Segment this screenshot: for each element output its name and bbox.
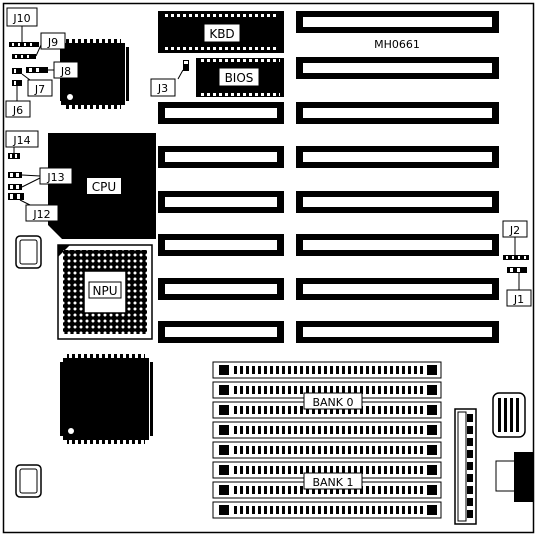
isa-slot-l6	[158, 321, 284, 343]
chipset-bottom	[59, 354, 153, 444]
j10-label: J10	[12, 12, 30, 25]
jumper-j13: J13	[8, 167, 73, 190]
npu-label: NPU	[93, 284, 118, 298]
simm-sockets	[212, 361, 442, 519]
j13-label: J13	[46, 171, 64, 184]
jumper-j14: J14	[5, 130, 39, 159]
simm-socket-3	[212, 401, 442, 419]
j2-label: J2	[509, 224, 520, 237]
power-connector	[454, 408, 477, 525]
j9-label: J9	[47, 36, 58, 49]
jumper-j10: J10	[6, 7, 39, 47]
simm-socket-5	[212, 441, 442, 459]
bios-label: BIOS	[225, 71, 254, 85]
isa-slot-r1	[296, 11, 499, 33]
isa-slot-l1	[158, 102, 284, 124]
simm-socket-8	[212, 501, 442, 519]
jumper-j9: J9	[12, 32, 66, 59]
isa-slot-r7	[296, 278, 499, 300]
jumper-j8: J8	[26, 61, 79, 79]
crystal-top	[15, 235, 42, 269]
cpu-label: CPU	[92, 180, 116, 194]
isa-slot-l3	[158, 191, 284, 213]
bank0-tag: BANK 0	[303, 392, 363, 410]
board-model: MH0661	[374, 38, 420, 51]
jumper-j12: J12	[8, 193, 59, 222]
isa-slot-r8	[296, 321, 499, 343]
simm-socket-4	[212, 421, 442, 439]
keyboard-connector	[495, 452, 534, 502]
kbd-chip: KBD	[158, 11, 284, 53]
isa-slot-r2	[296, 57, 499, 79]
j6-label: J6	[12, 104, 23, 117]
jumper-j1: J1	[506, 267, 532, 307]
j14-label: J14	[12, 134, 30, 147]
j8-label: J8	[60, 65, 71, 78]
j7-label: J7	[34, 83, 45, 96]
jumper-j7: J7	[12, 68, 53, 97]
bank0-label: BANK 0	[312, 396, 353, 409]
expansion-slots-left	[158, 102, 284, 343]
isa-slot-r6	[296, 234, 499, 256]
j1-label: J1	[513, 293, 524, 306]
isa-slot-l2	[158, 146, 284, 168]
j12-label: J12	[32, 208, 50, 221]
isa-slot-l4	[158, 234, 284, 256]
battery	[492, 392, 526, 438]
jumper-j2: J2	[502, 220, 529, 260]
isa-slot-r4	[296, 146, 499, 168]
isa-slot-r3	[296, 102, 499, 124]
bios-chip: BIOS	[196, 58, 284, 97]
jumper-j6: J6	[5, 80, 31, 118]
jumper-j3: J3	[150, 60, 189, 97]
isa-slot-r5	[296, 191, 499, 213]
isa-slot-l5	[158, 278, 284, 300]
bank1-tag: BANK 1	[303, 472, 363, 490]
expansion-slots-right	[296, 11, 499, 343]
crystal-bottom	[15, 464, 42, 498]
kbd-label: KBD	[209, 27, 234, 41]
j3-label: J3	[157, 82, 168, 95]
npu-socket: NPU	[57, 244, 153, 340]
cpu-chip: CPU	[48, 133, 156, 239]
simm-socket-1	[212, 361, 442, 379]
bank1-label: BANK 1	[312, 476, 353, 489]
